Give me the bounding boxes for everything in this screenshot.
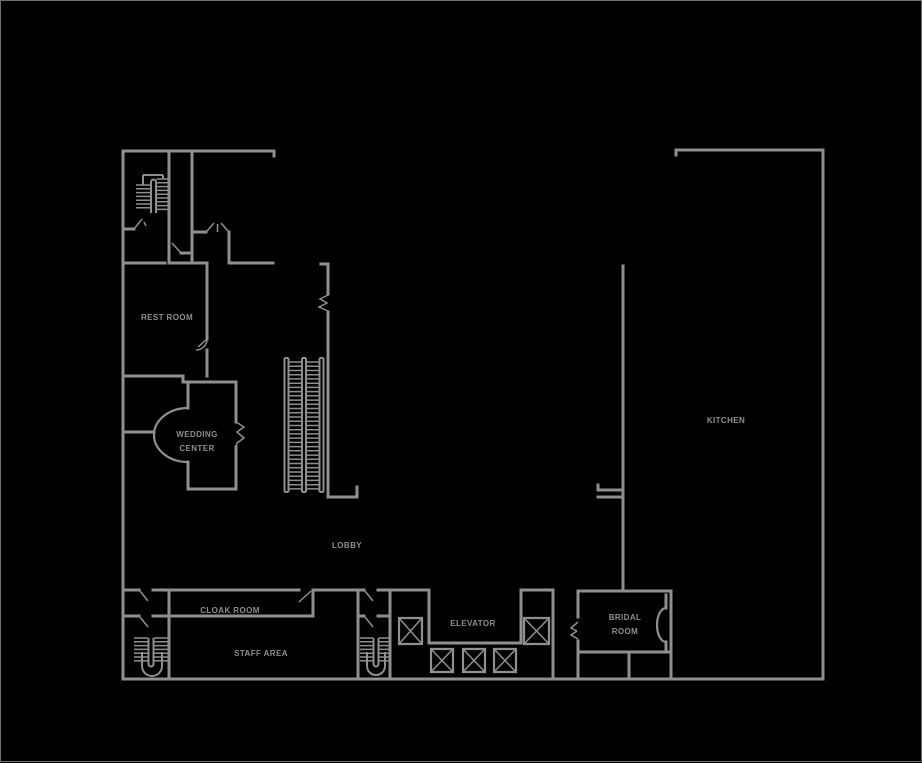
door-leaf-icons-top-left (133, 218, 182, 254)
stairs-bottom-right-steps (360, 637, 390, 662)
wedding-center-folding-door-icon (235, 421, 246, 448)
room-label-cloak-room: CLOAK ROOM (200, 606, 260, 615)
wedding-center-walls (121, 380, 238, 491)
room-label-wedding-center-line2: CENTER (179, 444, 214, 453)
stairs-bottom-left-icon (134, 637, 168, 677)
escalator-steps (289, 361, 319, 490)
wedding-center-curved-wall (152, 406, 190, 464)
room-label-elevator: ELEVATOR (450, 619, 495, 628)
outer-walls (121, 148, 825, 681)
room-label-kitchen: KITCHEN (707, 416, 745, 425)
bridal-room-folding-door-icon (569, 621, 579, 640)
stairs-bottom-left-steps (134, 637, 168, 662)
stairs-bottom-right-icon (360, 637, 390, 676)
room-label-rest-room: REST ROOM (141, 313, 193, 322)
room-label-bridal-room-line1: BRIDAL (609, 613, 642, 622)
escalator-icon (283, 357, 325, 493)
bridal-room-walls (576, 589, 673, 681)
room-label-bridal-room-line2: ROOM (612, 627, 639, 636)
stairs-top-left-steps (136, 178, 169, 211)
top-left-service-walls (121, 149, 275, 265)
elevator-shafts (397, 616, 551, 674)
lobby-corridor-wall (317, 262, 359, 499)
elevator-walls (427, 588, 555, 681)
room-label-wedding-center-line1: WEDDING (176, 430, 217, 439)
double-door-icon (206, 222, 229, 232)
rest-room-door-swing-icon (195, 338, 208, 351)
bottom-strip-walls (121, 588, 431, 681)
bottom-strip-door-leaf-icons (139, 590, 374, 628)
kitchen-walls (596, 264, 625, 593)
corridor-folding-door-icon (317, 294, 329, 312)
rest-room-walls (121, 261, 238, 384)
stairs-top-left-icon (136, 174, 169, 213)
bridal-room-curved-niche (655, 606, 668, 644)
room-label-lobby: LOBBY (332, 541, 362, 550)
elevator-shaft-x-marks (398, 617, 550, 673)
room-label-staff-area: STAFF AREA (234, 649, 288, 658)
